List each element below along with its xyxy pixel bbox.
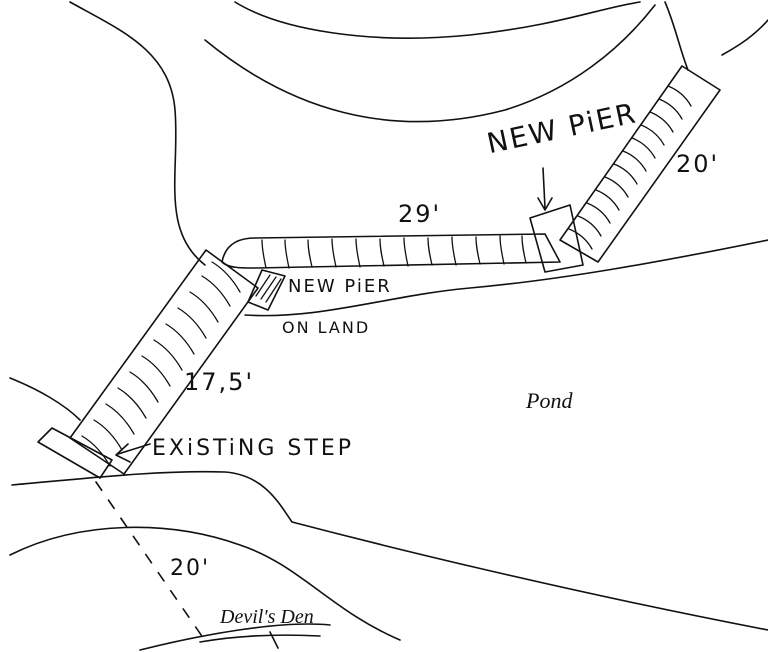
dimension-bottom-label: 20' [170,556,211,581]
contour-line-lower [9,526,401,641]
existing-step-box [37,427,113,479]
new-pier-top-arrow [537,167,553,211]
pond-label: Pond [526,388,573,413]
new-pier-land-box [247,269,286,311]
contour-line-left-upper [9,377,81,421]
devils-den-underline [199,631,321,649]
dimension-left-label: 17,5' [184,368,255,396]
pier-left-planks [81,261,241,467]
pier-middle-planks [261,235,527,269]
pier-right-planks [568,85,692,250]
contour-line-top [69,1,206,266]
contour-line-far-right [664,1,689,71]
dimension-top-right-label: 20' [676,150,720,178]
contour-line-mid [204,4,656,123]
contour-line-bottom [139,623,331,651]
dimension-middle-label: 29' [398,200,442,228]
shoreline-upper [244,239,768,317]
contour-line-edge-right [721,19,768,56]
devils-den-label: Devil's Den [220,606,314,628]
shoreline-lower [11,470,768,631]
pier-middle-outline [221,233,561,269]
existing-step-arrow [115,443,151,463]
contour-line-upper-right [234,1,641,39]
new-pier-land-label-line2: ON LAND [282,318,371,337]
new-pier-land-label-line1: NEW PiER [288,276,392,297]
pier-left-outline [69,249,259,475]
new-pier-land-hatch [255,274,282,303]
new-pier-top-box [529,204,584,273]
existing-step-label: EXiSTiNG STEP [152,436,354,461]
pier-right-outline [559,65,721,263]
